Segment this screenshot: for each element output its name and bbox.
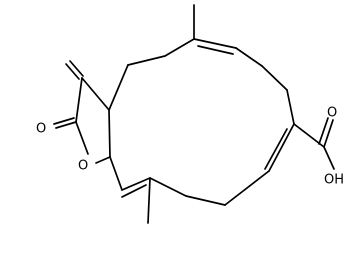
bond-c3a-c4 <box>108 64 129 111</box>
bond-c3-c2 <box>75 77 83 123</box>
bond-acid-carbonyl-inner <box>318 117 329 145</box>
bond-c4-c5 <box>127 55 166 66</box>
bond-c8-c9 <box>261 65 288 91</box>
bond-c2-o1 <box>75 121 89 155</box>
bond-acid-hydroxyl <box>323 146 335 170</box>
carbonyl-oxygen-label: O <box>36 122 46 137</box>
bond-c14-methyl <box>147 177 151 224</box>
bond-c11a-c3a <box>108 109 111 158</box>
bond-c14-c15-double <box>121 184 147 198</box>
bond-c12-c13 <box>185 195 226 206</box>
bond-c5-c6 <box>164 38 195 57</box>
bond-c10-c11 <box>268 123 295 172</box>
acid-hydroxyl-label: OH <box>324 173 344 188</box>
bond-c6-c7 <box>193 38 237 49</box>
bond-c9-c10 <box>286 89 295 125</box>
bond-c11-c12 <box>224 170 270 206</box>
bond-c15-c11a <box>109 156 123 191</box>
bond-c13-c14 <box>149 177 187 197</box>
bond-methylene-outer <box>65 63 80 80</box>
bond-c7-c8 <box>235 47 263 67</box>
bond-c6-c7-double <box>197 45 234 55</box>
bond-c10-c11-double <box>264 128 288 170</box>
bond-methylene-inner <box>69 60 84 77</box>
acid-carbonyl-oxygen-label: O <box>327 106 337 121</box>
bond-acid-carbonyl-outer <box>323 119 334 148</box>
bond-carbonyl-double <box>53 117 75 125</box>
bond-c14-c15 <box>121 177 151 191</box>
ring-oxygen-label: O <box>78 159 88 174</box>
bond-c3-c3a <box>81 77 110 111</box>
bond-carbonyl <box>55 121 77 129</box>
bond-o1-c11a <box>95 156 111 164</box>
